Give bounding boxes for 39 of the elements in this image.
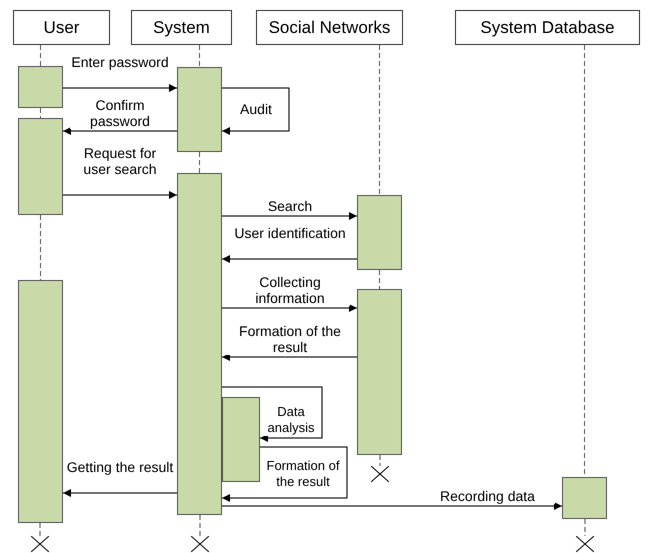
activation-bar xyxy=(177,67,222,152)
message-arrow xyxy=(222,502,562,510)
self-message-arrow xyxy=(222,386,322,442)
message-arrow xyxy=(222,304,358,312)
message-label: Enter password xyxy=(70,54,170,70)
lifeline-header: System xyxy=(131,10,232,45)
activation-bar xyxy=(357,289,402,455)
lifeline xyxy=(379,44,380,196)
lifeline xyxy=(40,108,41,118)
activation-bar xyxy=(18,118,63,215)
lifeline-header: User xyxy=(13,10,110,45)
message-arrow xyxy=(62,84,178,92)
lifeline xyxy=(199,152,200,174)
destroy-mark xyxy=(191,536,209,552)
message-arrow xyxy=(62,127,178,135)
message-arrow xyxy=(222,255,358,263)
activation-bar xyxy=(177,173,222,515)
self-message-arrow xyxy=(222,446,348,502)
lifeline xyxy=(199,44,200,68)
activation-bar xyxy=(18,66,63,108)
activation-bar xyxy=(357,195,402,270)
self-message-arrow xyxy=(222,88,290,135)
message-arrow xyxy=(222,353,358,361)
message-arrow xyxy=(62,489,178,497)
lifeline xyxy=(40,44,41,66)
activation-bar xyxy=(562,477,607,519)
lifeline xyxy=(379,270,380,290)
activation-bar xyxy=(222,397,260,482)
destroy-mark xyxy=(371,466,389,482)
message-arrow xyxy=(222,212,358,220)
message-arrow xyxy=(62,191,178,199)
lifeline-header: Social Networks xyxy=(256,10,403,45)
destroy-mark xyxy=(576,536,594,552)
activation-bar xyxy=(18,280,63,523)
destroy-mark xyxy=(31,536,49,552)
lifeline-header: System Database xyxy=(455,10,640,45)
lifeline xyxy=(40,214,41,280)
lifeline xyxy=(584,518,586,536)
message-label: Getting the result xyxy=(66,459,174,475)
